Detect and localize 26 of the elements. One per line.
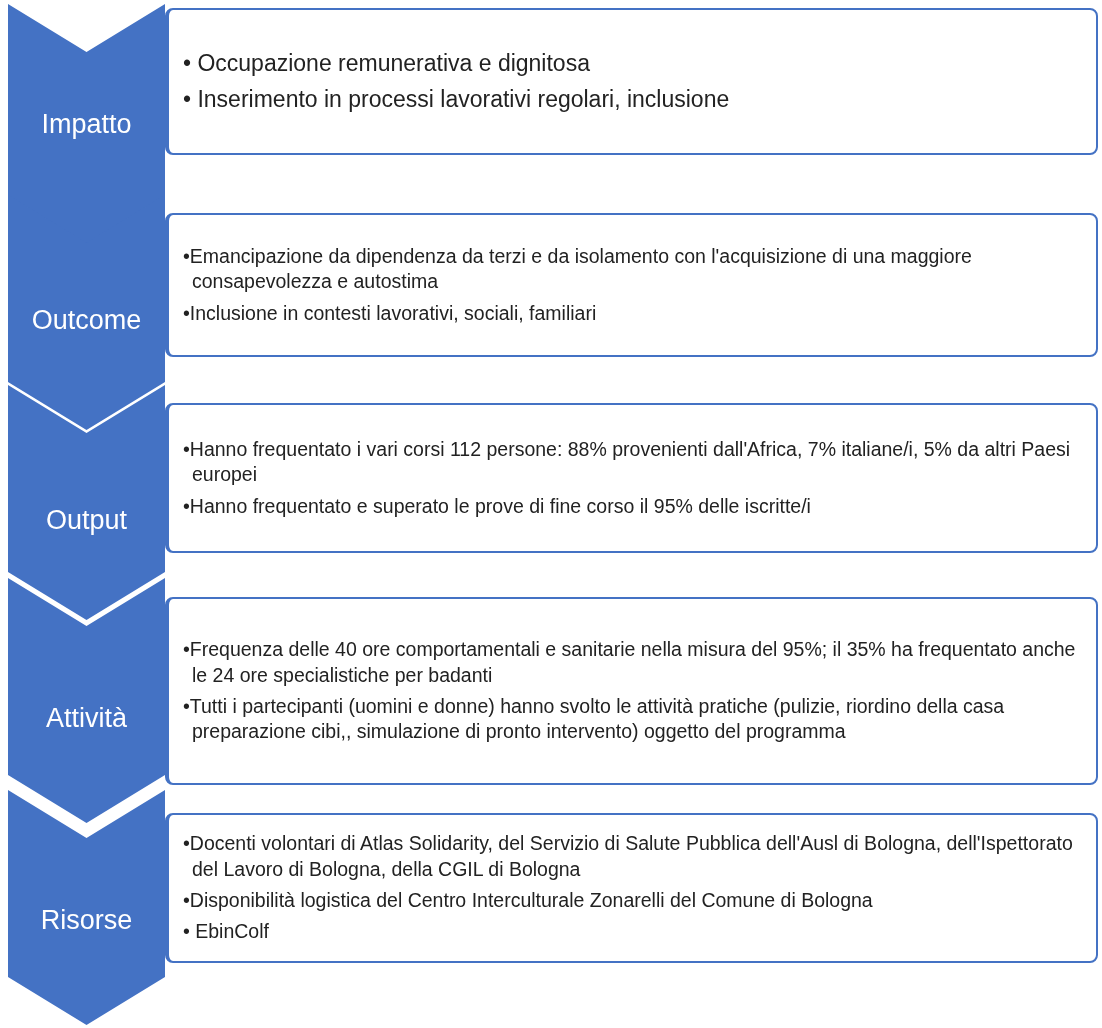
content-box [165,8,1098,155]
bullet-item: •Docenti volontari di Atlas Solidarity, del Servizio di Salute Pubblica dell'Ausl di Bologna, dell'Ispettorato del Lavoro di Bologna, della CGIL di Bologna [183,831,1074,882]
bullet-item: • EbinColf [183,919,270,945]
stage-label: Risorse [39,905,134,936]
content-box [165,403,1098,553]
bullet-item: •Inclusione in contesti lavorativi, sociali, familiari [183,300,598,326]
chevron-shape [8,4,165,244]
content-box [165,813,1098,963]
bullet-item: •Disponibilità logistica del Centro Interculturale Zonarelli del Comune di Bologna [183,888,874,913]
stage-label: Outcome [30,305,143,336]
chevron-shape [8,195,165,430]
bullet-item: •Frequenza delle 40 ore comportamentali e sanitarie nella misura del 95%; il 35% ha frequentato anche le 24 ore specialistiche per badanti [183,637,1077,688]
bullet-item: •Tutti i partecipanti (uomini e donne) hanno svolto le attività pratiche (pulizie, riordino della casa preparazione cibi,, simulazione di pronto intervento) oggetto del programma [183,694,1006,745]
chevron-shape [8,578,165,823]
chevron-shape [8,385,165,620]
content-box [165,213,1098,357]
chevron-shape [8,790,165,1025]
stage-label: Impatto [40,109,133,140]
bullet-item: • Inserimento in processi lavorativi regolari, inclusione [183,84,731,114]
bullet-item: • Occupazione remunerativa e dignitosa [183,48,591,78]
bullet-item: •Emancipazione da dipendenza da terzi e da isolamento con l'acquisizione di una maggiore consapevolezza e autostima [183,244,973,295]
stage-label: Output [44,505,129,536]
stage-label: Attività [45,703,128,734]
bullet-item: •Hanno frequentato e superato le prove di fine corso il 95% delle iscritte/i [183,493,812,519]
bullet-item: •Hanno frequentato i vari corsi 112 persone: 88% provenienti dall'Africa, 7% italiane/i, 5% da altri Paesi europei [183,437,1072,488]
content-box [165,597,1098,785]
